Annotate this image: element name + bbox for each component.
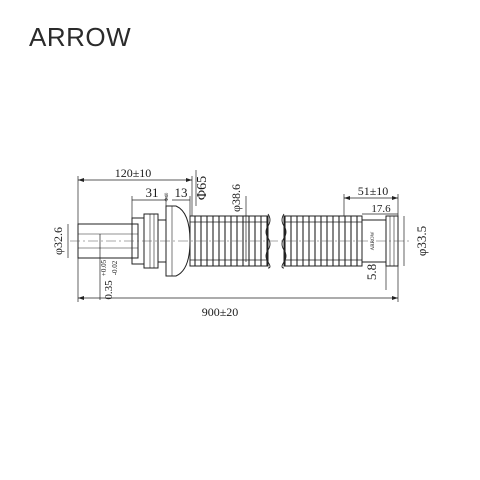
tol-minus: -0.02 — [111, 260, 119, 275]
dim-51: 51±10 — [358, 184, 389, 198]
dimension-arrows — [78, 178, 398, 300]
dimension-lines — [67, 170, 405, 302]
brand-logo: ARROW — [29, 22, 132, 52]
flange-fitting — [131, 205, 191, 277]
dim-wall: 0.35 — [103, 280, 115, 300]
dim-phi65: Φ65 — [195, 176, 210, 200]
dim-58: 5.8 — [364, 264, 379, 280]
dim-176: 17.6 — [371, 203, 391, 215]
tol-plus: +0.05 — [100, 259, 108, 276]
dim-phi386: φ38.6 — [229, 184, 243, 212]
dim-13: 13 — [175, 185, 188, 200]
dim-total-length: 900±20 — [202, 305, 239, 319]
dim-left-diameter: φ32.6 — [51, 227, 65, 255]
dim-phi40: Φ40 — [165, 192, 170, 201]
dim-31: 31 — [146, 185, 159, 200]
nut-logo: ARROW — [371, 231, 376, 250]
dim-120: 120±10 — [115, 166, 152, 180]
dim-right-diameter: φ33.5 — [414, 226, 429, 256]
